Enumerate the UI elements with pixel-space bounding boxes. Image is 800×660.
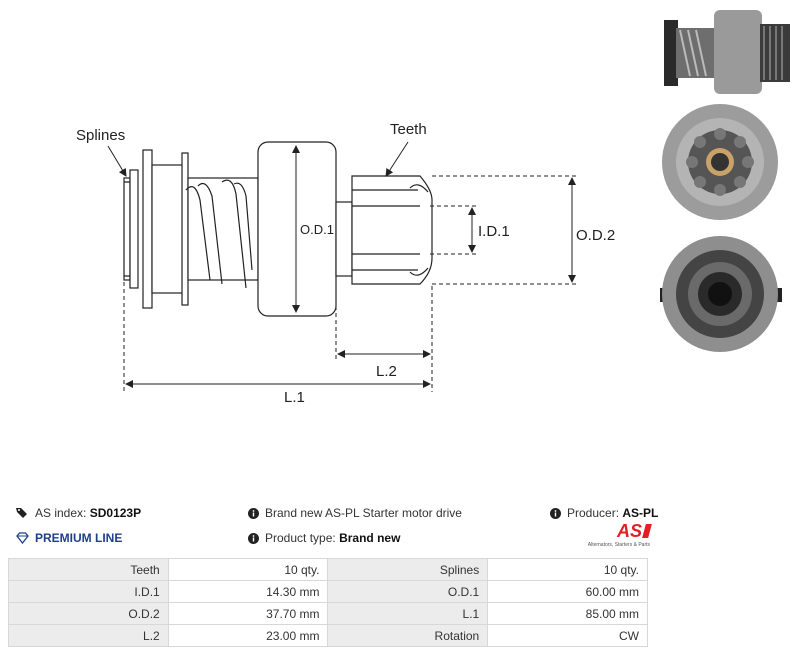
teeth-label: Teeth: [390, 121, 427, 138]
spec-label: L.2: [8, 624, 169, 647]
spec-label: Rotation: [327, 624, 489, 647]
product-photo-side: [656, 6, 796, 102]
producer-value: AS-PL: [622, 506, 659, 520]
id1-label: I.D.1: [478, 223, 510, 240]
info-icon: [248, 532, 259, 544]
premium-line-row: PREMIUM LINE: [16, 531, 122, 545]
product-photo-spline-end: [656, 232, 786, 356]
spec-value: 85.00 mm: [487, 602, 648, 625]
logo-mark: AS: [616, 521, 642, 541]
product-type-value: Brand new: [339, 531, 401, 545]
table-row: L.2 23.00 mm Rotation CW: [8, 624, 648, 647]
spec-label: Teeth: [8, 558, 169, 581]
technical-drawing: Splines Teeth O.D.1 I.D.1 O.D.2 L.2 L.1: [76, 121, 615, 406]
as-index-row: AS index: SD0123P: [16, 506, 141, 520]
product-type-label: Product type:: [265, 531, 336, 545]
table-row: Teeth 10 qty. Splines 10 qty.: [8, 558, 648, 581]
as-index-label: AS index:: [35, 506, 87, 520]
spec-label: Splines: [327, 558, 489, 581]
description-text: Brand new AS-PL Starter motor drive: [265, 506, 462, 520]
diamond-icon: [16, 532, 29, 544]
spec-label: I.D.1: [8, 580, 169, 603]
info-icon: [550, 507, 561, 519]
l1-label: L.1: [284, 389, 305, 406]
product-type-row: Product type: Brand new: [248, 531, 400, 545]
logo-accent: [642, 524, 652, 538]
product-photo-pinion-end: [656, 100, 786, 224]
spec-label: L.1: [327, 602, 489, 625]
logo-tagline: Alternators, Starters & Parts: [587, 542, 650, 548]
spec-value: 23.00 mm: [167, 624, 329, 647]
as-pl-logo: AS Alternators, Starters & Parts: [586, 521, 652, 552]
spec-value: 14.30 mm: [167, 580, 329, 603]
spec-value: 60.00 mm: [487, 580, 648, 603]
specs-table: Teeth 10 qty. Splines 10 qty. I.D.1 14.3…: [8, 558, 648, 647]
spec-label: O.D.1: [327, 580, 489, 603]
producer-label: Producer:: [567, 506, 620, 520]
od2-label: O.D.2: [576, 227, 615, 244]
as-index-value: SD0123P: [89, 506, 142, 520]
spec-value: CW: [487, 624, 648, 647]
od1-label: O.D.1: [300, 222, 334, 237]
spec-label: O.D.2: [8, 602, 169, 625]
tags-icon: [16, 507, 29, 519]
spec-value: 37.70 mm: [167, 602, 329, 625]
splines-label: Splines: [76, 127, 125, 144]
spec-value: 10 qty.: [167, 558, 329, 581]
table-row: O.D.2 37.70 mm L.1 85.00 mm: [8, 602, 648, 625]
premium-line-label: PREMIUM LINE: [35, 531, 123, 545]
producer-row: Producer: AS-PL: [550, 506, 658, 520]
table-row: I.D.1 14.30 mm O.D.1 60.00 mm: [8, 580, 648, 603]
description-row: Brand new AS-PL Starter motor drive: [248, 506, 462, 520]
info-icon: [248, 507, 259, 519]
l2-label: L.2: [376, 363, 397, 380]
spec-value: 10 qty.: [487, 558, 648, 581]
